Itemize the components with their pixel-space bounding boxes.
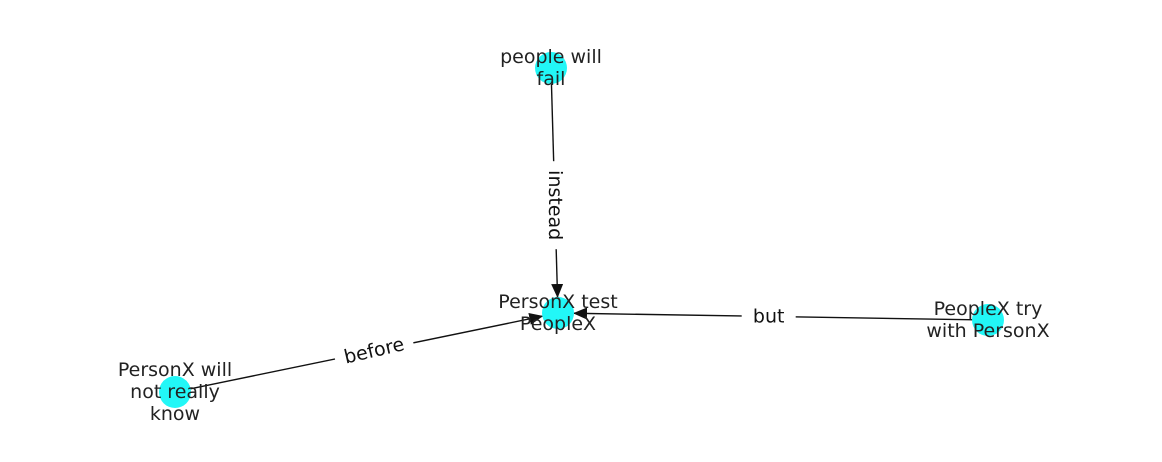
edge-label-text: but [753, 305, 785, 327]
node-center[interactable] [542, 297, 574, 329]
edge-label-but: but [741, 301, 796, 332]
node-label-line: people will [500, 46, 602, 68]
node-label-line: PeopleX [520, 313, 596, 335]
edge-label-instead: instead [537, 161, 572, 250]
node-label-line: PeopleX try [934, 298, 1043, 320]
node-label-line: PersonX test [498, 291, 617, 313]
edge-label-background [331, 327, 417, 375]
edge-label-before: before [331, 327, 417, 375]
node-top[interactable] [535, 52, 567, 84]
node-label-line: fail [537, 68, 566, 90]
node-left[interactable] [159, 376, 191, 408]
node-label-line: not really [130, 381, 220, 403]
edge-label-background [537, 161, 572, 250]
node-label-line: PersonX will [118, 359, 232, 381]
node-label-line: with PersonX [926, 320, 1049, 342]
node-right[interactable] [972, 304, 1004, 336]
edge-label-text: instead [544, 170, 566, 240]
edge-label-background [741, 301, 796, 332]
node-label-line: know [150, 403, 200, 425]
